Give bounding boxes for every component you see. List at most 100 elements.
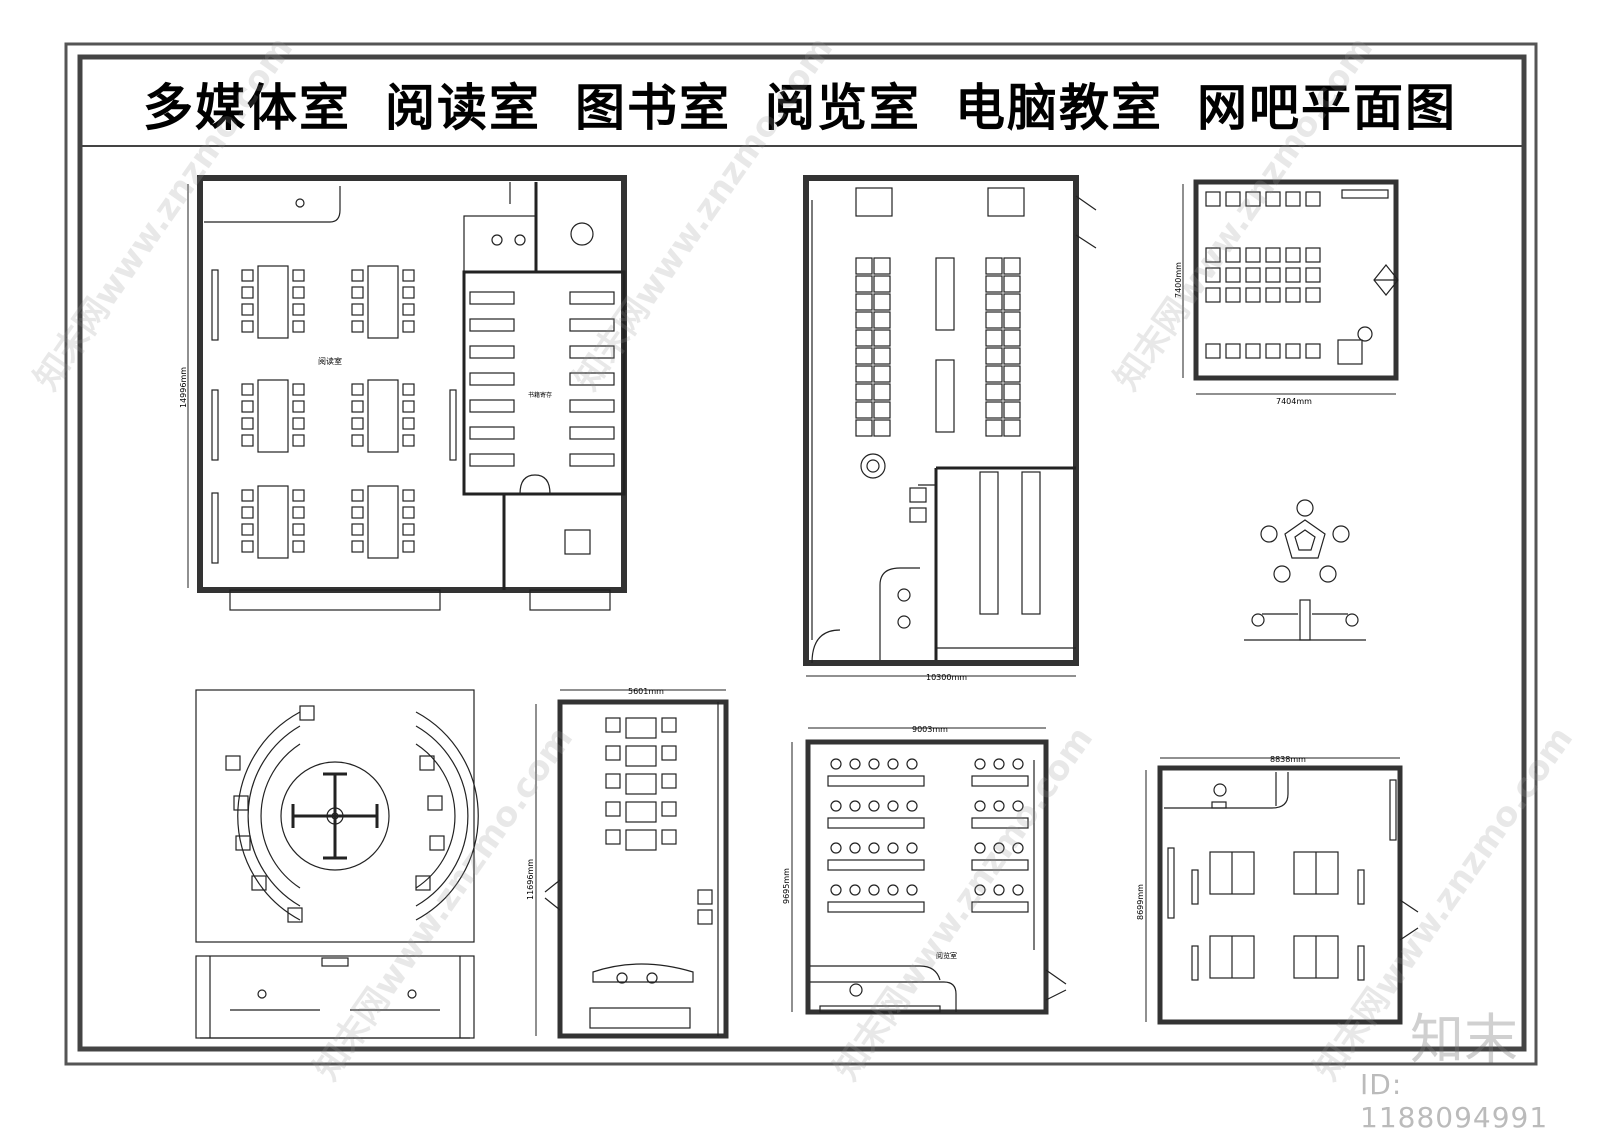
computer-desk — [1285, 247, 1301, 263]
chair — [402, 269, 415, 282]
chair — [906, 884, 918, 896]
image-id-label: ID: 1188094991 — [1360, 1068, 1549, 1134]
chair — [993, 758, 1005, 770]
page-title: 多媒体室 阅读室 图书室 阅览室 电脑教室 网吧平面图 — [90, 72, 1510, 137]
desk — [985, 383, 1003, 401]
computer-desk — [1245, 267, 1261, 283]
internet-cafe-width: 7404mm — [1276, 397, 1312, 406]
chair — [292, 303, 305, 316]
chair — [351, 320, 364, 333]
seat — [235, 835, 251, 851]
plan-computer-room — [803, 175, 1097, 677]
desk — [873, 275, 891, 293]
chair — [351, 417, 364, 430]
desk — [985, 311, 1003, 329]
desk — [873, 311, 891, 329]
desk — [855, 275, 873, 293]
desk — [625, 717, 657, 739]
chair — [906, 842, 918, 854]
chair — [605, 801, 621, 817]
bookshelf — [569, 345, 615, 359]
desk — [985, 293, 1003, 311]
shelf-row — [1021, 471, 1041, 615]
desk — [855, 383, 873, 401]
chair — [241, 523, 254, 536]
chair — [351, 383, 364, 396]
chair — [830, 800, 842, 812]
desk-group — [987, 187, 1025, 217]
internet-cafe-height: 7400mm — [1174, 262, 1183, 298]
lecture-room-height: 9695mm — [782, 868, 791, 904]
reading-table — [257, 485, 289, 559]
desk — [1003, 311, 1021, 329]
desk — [873, 401, 891, 419]
chair — [402, 383, 415, 396]
bookshelf — [569, 318, 615, 332]
chair — [402, 523, 415, 536]
chair — [351, 434, 364, 447]
computer-desk — [1265, 287, 1281, 303]
desk-row — [827, 775, 925, 787]
reading-table — [257, 379, 289, 453]
desk — [873, 293, 891, 311]
chair — [1012, 800, 1024, 812]
bookshelf — [469, 399, 515, 413]
chair — [292, 400, 305, 413]
chair — [402, 286, 415, 299]
desk — [1003, 383, 1021, 401]
chair — [993, 842, 1005, 854]
chair — [241, 489, 254, 502]
desk — [1003, 257, 1021, 275]
desk — [873, 383, 891, 401]
bookshelf — [569, 426, 615, 440]
title-word-reading-room: 阅读室 — [385, 79, 541, 137]
computer-desk — [1205, 267, 1221, 283]
lecture-room-label: 阅览室 — [936, 951, 957, 960]
chair — [868, 758, 880, 770]
desk — [855, 329, 873, 347]
desk — [1003, 293, 1021, 311]
library-room-height: 8699mm — [1136, 884, 1145, 920]
chair — [1012, 758, 1024, 770]
desk — [855, 293, 873, 311]
chair — [402, 489, 415, 502]
chair — [1012, 842, 1024, 854]
bookshelf — [469, 291, 515, 305]
desk-row — [971, 775, 1029, 787]
desk-row — [971, 817, 1029, 829]
computer-desk — [1265, 247, 1281, 263]
desk — [1003, 401, 1021, 419]
computer-desk — [1225, 247, 1241, 263]
title-word-multimedia: 多媒体室 — [143, 79, 351, 137]
chair — [241, 286, 254, 299]
desk — [1003, 275, 1021, 293]
chair — [868, 800, 880, 812]
bookshelf — [569, 453, 615, 467]
desk — [909, 507, 927, 523]
computer-desk — [1265, 267, 1281, 283]
desk — [985, 401, 1003, 419]
computer-desk — [1225, 191, 1241, 207]
chair — [402, 417, 415, 430]
computer-desk — [1225, 267, 1241, 283]
reading-room-label: 阅读室 — [318, 356, 342, 366]
computer-desk — [1305, 191, 1321, 207]
chair — [887, 800, 899, 812]
reading-table — [367, 379, 399, 453]
chair — [661, 745, 677, 761]
chair — [661, 801, 677, 817]
chair — [887, 884, 899, 896]
classroom-a-height: 11696mm — [526, 859, 535, 900]
computer-desk — [1245, 247, 1261, 263]
chair — [605, 829, 621, 845]
bookshelf — [569, 372, 615, 386]
seat — [233, 795, 249, 811]
reading-room-dimension: 14996mm — [179, 367, 188, 408]
chair — [241, 303, 254, 316]
computer-desk — [1205, 287, 1221, 303]
seat — [287, 907, 303, 923]
desk — [985, 257, 1003, 275]
computer-desk — [1285, 191, 1301, 207]
